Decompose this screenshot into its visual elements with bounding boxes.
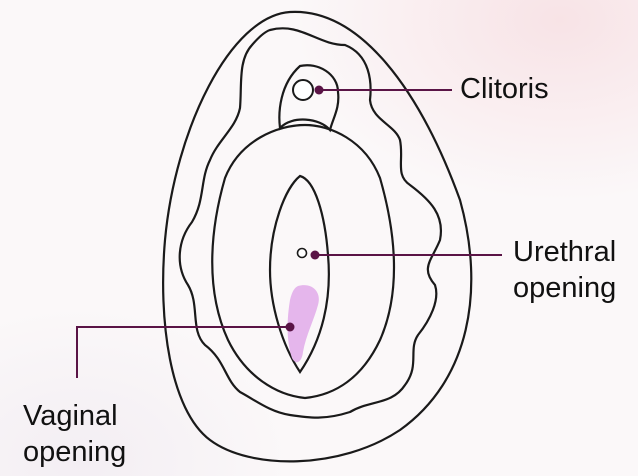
urethral-label-line-1: Urethral bbox=[513, 234, 616, 270]
vaginal-label-line-1: Vaginal bbox=[23, 398, 126, 434]
vaginal-opening-label: Vaginal opening bbox=[23, 398, 126, 470]
vaginal-leader-line bbox=[77, 327, 290, 378]
clitoris-shape bbox=[293, 80, 313, 100]
labia-minora-outline bbox=[212, 125, 394, 398]
clitoris-label: Clitoris bbox=[460, 71, 549, 107]
clitoris-leader-dot bbox=[315, 86, 324, 95]
vaginal-leader-dot bbox=[286, 323, 295, 332]
vaginal-label-line-2: opening bbox=[23, 434, 126, 470]
outer-outline bbox=[163, 12, 471, 462]
urethral-opening-shape bbox=[298, 249, 307, 258]
urethral-opening-label: Urethral opening bbox=[513, 234, 616, 306]
urethral-label-line-2: opening bbox=[513, 270, 616, 306]
clitoris-label-text: Clitoris bbox=[460, 71, 549, 107]
urethral-leader-dot bbox=[311, 251, 320, 260]
